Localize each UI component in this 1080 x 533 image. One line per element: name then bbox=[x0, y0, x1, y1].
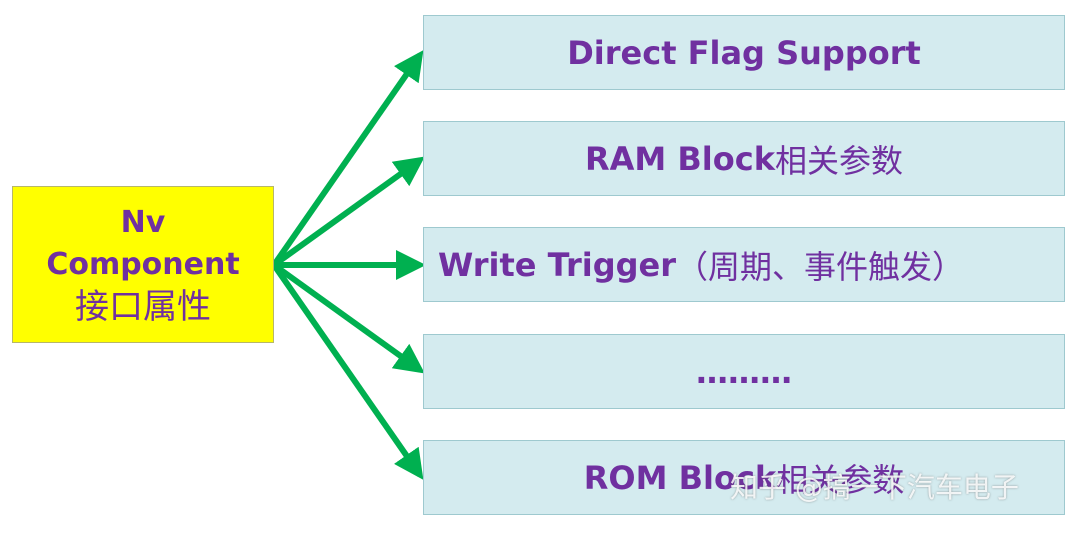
target-label-en: Write Trigger bbox=[438, 245, 676, 284]
source-line-3: 接口属性 bbox=[75, 286, 211, 327]
target-label-cn: （周期、事件触发） bbox=[675, 247, 964, 286]
target-label-en: Direct Flag Support bbox=[567, 33, 921, 72]
target-label-en: ROM Block bbox=[583, 458, 777, 497]
target-box-direct-flag: Direct Flag Support bbox=[423, 15, 1065, 90]
nv-component-box: Nv Component 接口属性 bbox=[12, 186, 274, 343]
watermark: 知乎 @搞一下汽车电子 bbox=[730, 471, 1019, 504]
source-line-2: Component bbox=[46, 246, 240, 282]
arrow-to-ram-block bbox=[272, 156, 425, 268]
arrow-to-direct-flag bbox=[271, 50, 424, 267]
target-label-en: ……… bbox=[696, 352, 792, 391]
target-box-write-trigger: Write Trigger （周期、事件触发） bbox=[423, 227, 1065, 302]
arrow-to-ellipsis bbox=[272, 262, 425, 374]
source-line-1: Nv bbox=[120, 204, 166, 240]
arrow-to-rom-block bbox=[271, 263, 424, 480]
target-box-ellipsis: ……… bbox=[423, 334, 1065, 409]
target-label-cn: 相关参数 bbox=[776, 460, 905, 499]
target-label-en: RAM Block bbox=[585, 139, 775, 178]
target-label-cn: 相关参数 bbox=[774, 141, 903, 180]
